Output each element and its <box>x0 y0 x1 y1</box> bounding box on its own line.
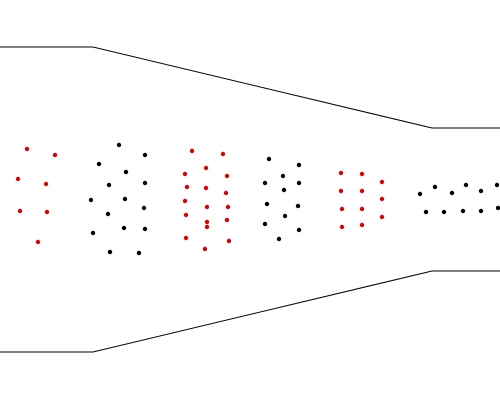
particle-dot <box>183 212 189 218</box>
particle-dot <box>141 205 147 211</box>
particle-dot <box>495 205 500 211</box>
particle-dot <box>282 213 288 219</box>
particle-dot <box>262 221 268 227</box>
particle-dot <box>105 211 111 217</box>
particle-dot <box>338 188 344 194</box>
particle-dot <box>182 198 188 204</box>
particle-dot <box>183 235 189 241</box>
particle-dot <box>281 187 287 193</box>
particle-dot <box>296 180 302 186</box>
particle-dot <box>359 222 365 228</box>
particle-dot <box>35 239 41 245</box>
nozzle-bottom-wall <box>0 270 500 353</box>
particle-dot <box>220 151 226 157</box>
particle-dot <box>90 230 96 236</box>
particle-dot <box>204 204 210 210</box>
particle-dot <box>96 161 102 167</box>
particle-dot <box>122 196 128 202</box>
particle-dot <box>204 224 210 230</box>
particle-dot <box>121 225 127 231</box>
particle-dot <box>296 227 302 233</box>
particle-group-4 <box>262 156 302 242</box>
particle-dot <box>106 182 112 188</box>
particle-dot <box>203 185 209 191</box>
particle-dot <box>276 236 282 242</box>
nozzle-top-wall <box>0 46 500 129</box>
particle-dot <box>44 209 50 215</box>
particle-dot <box>116 142 122 148</box>
particle-dot <box>264 201 270 207</box>
particle-dot <box>441 209 447 215</box>
particle-dot <box>142 226 148 232</box>
particle-dot <box>379 214 385 220</box>
particle-dot <box>339 206 345 212</box>
particle-dot <box>136 250 142 256</box>
particle-dot <box>142 152 148 158</box>
particle-dot <box>202 246 208 252</box>
particle-dot <box>379 196 385 202</box>
particle-dot <box>226 238 232 244</box>
particle-dot <box>359 171 365 177</box>
particle-dot <box>478 188 484 194</box>
particle-dot <box>184 184 190 190</box>
particle-dot <box>203 165 209 171</box>
particle-group-2 <box>88 142 148 256</box>
particle-dot <box>478 208 484 214</box>
particle-dot <box>223 190 229 196</box>
particle-dot <box>224 173 230 179</box>
particle-dot <box>204 219 210 225</box>
particle-dot <box>494 182 500 188</box>
particle-dot <box>379 179 385 185</box>
particle-dot <box>359 188 365 194</box>
particle-dot <box>296 162 302 168</box>
particle-dot <box>15 176 21 182</box>
particle-dot <box>432 184 438 190</box>
particle-dot <box>123 169 129 175</box>
particle-group-5 <box>338 170 385 230</box>
particle-dot <box>266 156 272 162</box>
particle-dot <box>88 197 94 203</box>
particle-dot <box>52 152 58 158</box>
nozzle-outline <box>0 46 500 353</box>
particle-dot <box>182 171 188 177</box>
particle-layer <box>15 142 500 256</box>
particle-dot <box>280 173 286 179</box>
particle-dot <box>423 209 429 215</box>
particle-dot <box>43 181 49 187</box>
particle-dot <box>338 170 344 176</box>
particle-dot <box>417 191 423 197</box>
particle-dot <box>17 208 23 214</box>
particle-dot <box>262 180 268 186</box>
particle-dot <box>359 206 365 212</box>
particle-dot <box>189 148 195 154</box>
particle-dot <box>460 208 466 214</box>
particle-group-3 <box>182 148 232 252</box>
particle-dot <box>224 217 230 223</box>
particle-group-6 <box>417 182 500 215</box>
particle-dot <box>107 249 113 255</box>
particle-dot <box>225 204 231 210</box>
particle-dot <box>463 182 469 188</box>
particle-dot <box>295 203 301 209</box>
particle-dot <box>24 146 30 152</box>
particle-dot <box>449 190 455 196</box>
particle-dot <box>142 180 148 186</box>
particle-group-1 <box>15 146 58 245</box>
particle-dot <box>339 224 345 230</box>
